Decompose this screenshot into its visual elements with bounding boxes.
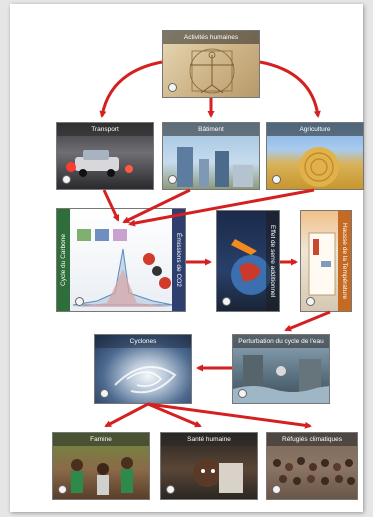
label-batiment: Bâtiment <box>163 123 259 136</box>
tile-batiment: Bâtiment <box>162 122 260 190</box>
tile-sante-humaine: Santé humaine <box>160 432 258 500</box>
label-perturbation-eau: Perturbation du cycle de l'eau <box>233 335 329 348</box>
badge-icon <box>100 389 109 398</box>
label-activites-humaines: Activités humaines <box>163 31 259 44</box>
label-emissions-co2: Émissions de CO2 <box>172 209 185 311</box>
tile-transport: Transport <box>56 122 154 190</box>
badge-icon <box>272 485 281 494</box>
tile-hausse-temperature: Hausse de la Température <box>300 210 352 312</box>
tile-perturbation-eau: Perturbation du cycle de l'eau <box>232 334 330 404</box>
badge-icon <box>166 485 175 494</box>
badge-icon <box>238 389 247 398</box>
label-refugies-climatiques: Réfugiés climatiques <box>267 433 357 446</box>
label-agriculture: Agriculture <box>267 123 363 136</box>
badge-icon <box>62 175 71 184</box>
label-cyclones: Cyclones <box>95 335 191 348</box>
tile-famine: Famine <box>52 432 150 500</box>
tile-effet-de-serre: Effet de serre additionnel <box>216 210 280 312</box>
badge-icon <box>168 175 177 184</box>
tile-agriculture: Agriculture <box>266 122 364 190</box>
label-hausse-temperature: Hausse de la Température <box>338 211 351 311</box>
label-cycle-carbone: Cycle du Carbone <box>57 209 70 311</box>
label-transport: Transport <box>57 123 153 136</box>
badge-icon <box>58 485 67 494</box>
badge-icon <box>168 83 177 92</box>
tile-cycle-carbone: Cycle du Carbone Émissions de CO2 <box>56 208 186 312</box>
carbon-curve-icon <box>57 209 186 312</box>
label-effet-de-serre: Effet de serre additionnel <box>266 211 279 311</box>
tile-refugies-climatiques: Réfugiés climatiques <box>266 432 358 500</box>
tile-cyclones: Cyclones <box>94 334 192 404</box>
tile-activites-humaines: Activités humaines <box>162 30 260 98</box>
badge-icon <box>272 175 281 184</box>
badge-icon <box>306 297 315 306</box>
label-famine: Famine <box>53 433 149 446</box>
badge-icon <box>75 297 84 306</box>
label-sante-humaine: Santé humaine <box>161 433 257 446</box>
badge-icon <box>222 297 231 306</box>
